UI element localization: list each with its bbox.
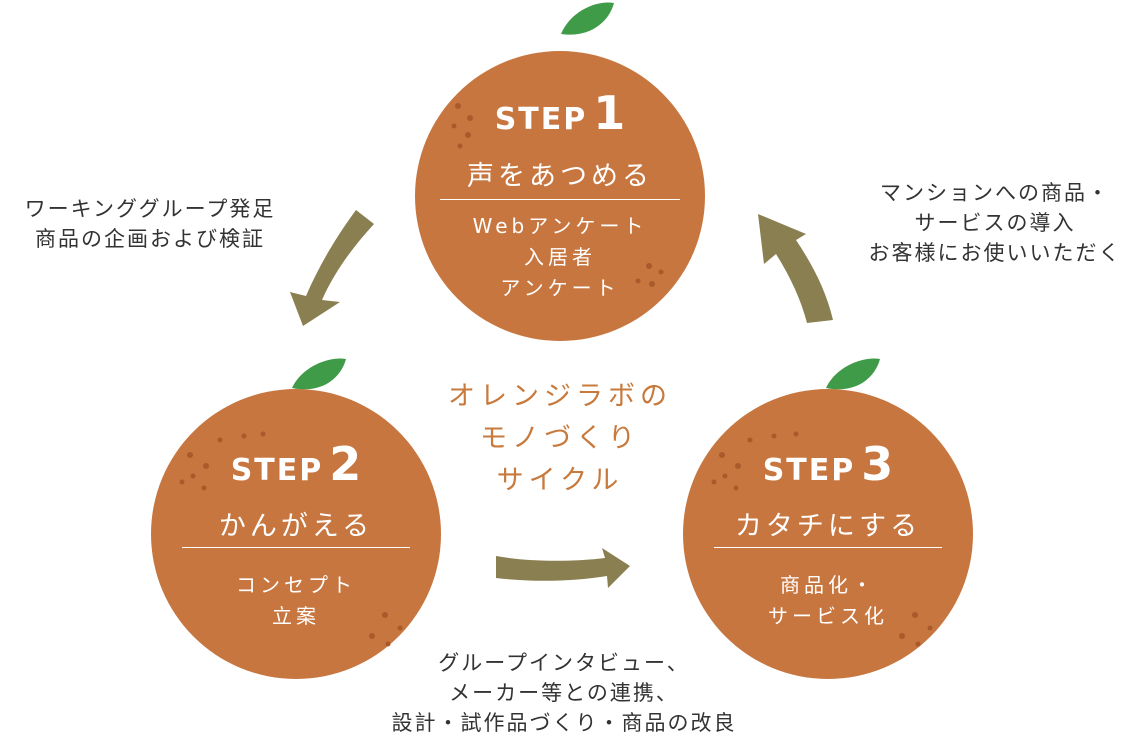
step3-word: STEP: [762, 453, 856, 488]
arrow-step1-to-step2: [290, 210, 374, 326]
caption-step1-to-step2: ワーキンググループ発足 商品の企画および検証: [24, 197, 276, 251]
caption-step3-to-step1: マンションへの商品・ サービスの導入 お客様にお使いいただく: [868, 181, 1122, 265]
cycle-center-title: オレンジラボの モノづくり サイクル: [448, 381, 672, 496]
step3-title: カタチにする: [734, 511, 922, 542]
caption-step2-to-step3: グループインタビュー、 メーカー等との連携、 設計・試作品づくり・商品の改良: [391, 651, 737, 735]
step2-title: かんがえる: [218, 511, 374, 542]
step3-number: 3: [861, 437, 894, 491]
step2-number: 2: [329, 437, 362, 491]
step1-description: Webアンケート 入居者 アンケート: [472, 214, 648, 300]
orange-step3: [683, 358, 973, 679]
step2-description: コンセプト 立案: [236, 573, 356, 628]
orange-step2: [151, 358, 441, 679]
orange-step1: [415, 2, 705, 341]
step1-number: 1: [593, 86, 626, 140]
arrow-step2-to-step3: [496, 548, 630, 588]
step3-divider: [714, 547, 942, 548]
step3-description: 商品化・ サービス化: [768, 573, 888, 628]
arrow-step3-to-step1: [758, 214, 833, 323]
step2-divider: [182, 547, 410, 548]
step1-title: 声をあつめる: [467, 161, 653, 192]
step1-word: STEP: [494, 102, 588, 137]
step1-divider: [440, 199, 680, 200]
step2-word: STEP: [230, 453, 324, 488]
